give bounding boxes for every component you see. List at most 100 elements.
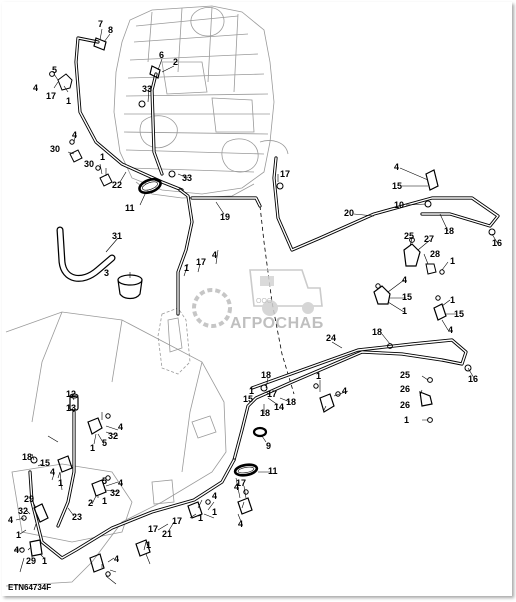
clamp-assembly-upper-left [49, 71, 113, 187]
callout-label: 14 [274, 402, 284, 412]
callout-label: 1 [42, 556, 47, 566]
callout-label: 4 [234, 482, 239, 492]
pipe-23 [56, 410, 76, 528]
callout-label: 25 [400, 370, 410, 380]
callout-label: 21 [162, 529, 172, 539]
callout-label: 4 [114, 554, 119, 564]
callout-label: 1 [450, 295, 455, 305]
callout-label: 11 [125, 203, 135, 213]
callout-label: 1 [450, 256, 455, 266]
callout-label: 7 [98, 19, 103, 29]
callout-label: 12 [66, 389, 76, 399]
valve-12-13 [69, 393, 79, 411]
callout-label: 23 [72, 512, 82, 522]
clamp-assembly-lower-mid [89, 489, 253, 577]
callout-label: 31 [112, 231, 122, 241]
callout-label: 1 [90, 443, 95, 453]
exploded-parts-diagram: ООО АГРОСНАБ 7 8 6 2 5 4 17 1 33 4 30 30… [5, 5, 502, 592]
callout-label: 4 [212, 250, 217, 260]
pipe-20 [272, 156, 500, 252]
callout-label: 1 [100, 152, 105, 162]
figure-code: ETN64734F [8, 583, 51, 592]
callout-label: 18 [286, 397, 296, 407]
pipe-21 [28, 458, 236, 560]
callout-label: 32 [110, 488, 120, 498]
callout-label: 1 [198, 513, 203, 523]
callout-label: 4 [72, 130, 77, 140]
clamp-assembly-right-mid [373, 283, 472, 372]
callout-label: 4 [394, 162, 399, 172]
callout-label: 17 [236, 478, 246, 488]
callout-label: 4 [342, 386, 347, 396]
grommet-11-upper [138, 177, 162, 195]
callout-label: 32 [108, 431, 118, 441]
callout-label: 4 [50, 467, 55, 477]
callout-label: 30 [84, 159, 94, 169]
callout-label: 17 [172, 516, 182, 526]
callout-label: 22 [112, 180, 122, 190]
callout-label: 27 [424, 234, 434, 244]
callout-label: 1 [184, 263, 189, 273]
cab-outline [157, 307, 191, 375]
callout-label: 18 [260, 408, 270, 418]
callout-label: 5 [102, 438, 107, 448]
pipe-19 [150, 72, 262, 316]
callout-label: 4 [238, 519, 243, 529]
callout-label: 25 [404, 231, 414, 241]
callout-label: 18 [372, 327, 382, 337]
pipe-24 [232, 338, 468, 462]
hydraulic-tank-outline [5, 311, 227, 587]
callout-label: 4 [118, 422, 123, 432]
callout-label: 6 [159, 50, 164, 60]
callout-label: 28 [430, 249, 440, 259]
callout-label: 1 [146, 540, 151, 550]
callout-label: 33 [142, 84, 152, 94]
callout-label: 4 [8, 515, 13, 525]
callout-label: 1 [316, 371, 321, 381]
callout-label: 17 [46, 91, 56, 101]
callout-label: 16 [468, 374, 478, 384]
callout-label: 16 [492, 238, 502, 248]
callout-label: 20 [344, 208, 354, 218]
callout-label: 1 [66, 96, 71, 106]
callout-label: 17 [280, 169, 290, 179]
grommet-11-lower [233, 463, 259, 477]
callout-label: 18 [444, 226, 454, 236]
callout-label: 4 [212, 491, 217, 501]
callout-label: 15 [243, 394, 253, 404]
dashed-routing-line [259, 205, 295, 395]
callout-label: 9 [266, 441, 271, 451]
watermark-brand: АГРОСНАБ [230, 315, 324, 332]
grommet-9 [252, 426, 268, 438]
callout-label: 5 [52, 65, 57, 75]
watermark-logo: ООО АГРОСНАБ [192, 269, 324, 332]
callout-label: 1 [102, 496, 107, 506]
callout-label: 15 [402, 292, 412, 302]
diagram-frame: ООО АГРОСНАБ 7 8 6 2 5 4 17 1 33 4 30 30… [2, 2, 512, 596]
callout-label: 32 [18, 506, 28, 516]
callout-label: 3 [104, 268, 109, 278]
callout-label: 29 [24, 494, 34, 504]
clamp-assembly-right-upper [276, 169, 496, 275]
callout-label: 1 [402, 306, 407, 316]
callout-label: 30 [50, 144, 60, 154]
callout-label: 1 [249, 386, 254, 396]
engine-block-outline [113, 5, 289, 199]
callout-labels: 7 8 6 2 5 4 17 1 33 4 30 30 1 22 33 11 1… [8, 19, 502, 566]
callout-label: 29 [26, 556, 36, 566]
callout-label: 10 [394, 200, 404, 210]
callout-label: 19 [220, 212, 230, 222]
callout-label: 33 [182, 173, 192, 183]
callout-label: 24 [326, 333, 336, 343]
callout-label: 1 [212, 507, 217, 517]
callout-label: 17 [267, 389, 277, 399]
hose-31 [56, 226, 116, 282]
callout-label: 1 [58, 478, 63, 488]
callout-label: 1 [16, 530, 21, 540]
callout-label: 15 [40, 458, 50, 468]
callout-label: 4 [402, 275, 407, 285]
callout-label: 15 [454, 309, 464, 319]
callout-label: 26 [400, 384, 410, 394]
callout-label: 17 [196, 257, 206, 267]
callout-label: 2 [173, 57, 178, 67]
